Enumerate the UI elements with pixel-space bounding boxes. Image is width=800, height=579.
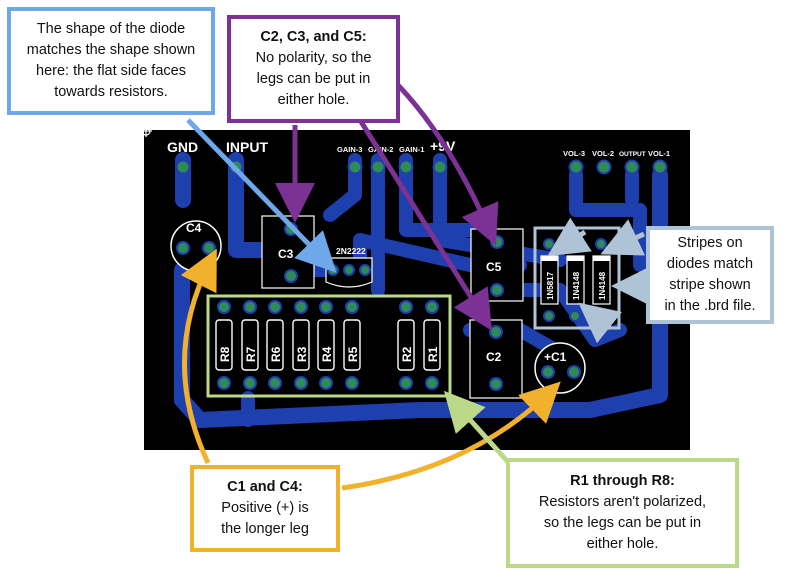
polarized-callout-line-1: Positive (+) is: [221, 500, 309, 516]
resistor-label: R2: [400, 346, 414, 362]
resistor-r5: R5: [343, 300, 361, 390]
stripes-callout-arrow-1: [600, 219, 646, 256]
stripes-callout-line-3: stripe shown: [669, 277, 751, 293]
resistor-r4: R4: [317, 300, 335, 390]
vol-1-label: VOL-1: [648, 149, 670, 158]
stripes-callout-line-4: in the .brd file.: [664, 298, 756, 314]
resistor-r8: R8: [215, 300, 233, 390]
resistor-r1: R1: [423, 300, 441, 390]
diode-shape-callout: The shape of the diode matches the shape…: [7, 7, 215, 115]
stripes-callout-arrow-4: [547, 217, 592, 257]
resistor-label: R1: [426, 346, 440, 362]
stripes-callout-arrow-3: [578, 302, 623, 344]
c4-callout-arrow: [180, 248, 217, 465]
polarized-callout-line-2: the longer leg: [221, 521, 309, 537]
diode-1-label: 1N5817: [546, 271, 555, 300]
vol-3-label: VOL-3: [563, 149, 585, 158]
capacitor-callout-line-2: legs can be put in: [256, 71, 371, 87]
c5-callout-arrow: [396, 83, 499, 246]
resistor-label: R8: [218, 346, 232, 362]
capacitor-c3: C3: [261, 215, 315, 289]
c5-label: C5: [486, 260, 502, 274]
vol-2-label: VOL-2: [592, 149, 614, 158]
capacitor-callout-line-3: either hole.: [277, 92, 350, 108]
transistor-label: 2N2222: [336, 246, 366, 256]
output-label: OUTPUT: [619, 151, 646, 158]
resistor-callout-arrow: [443, 390, 510, 464]
polarized-callout-title: C1 and C4:: [227, 479, 303, 495]
diode-callout-line-3: here: the flat side faces: [36, 63, 186, 79]
gain-1-label: GAIN-1: [399, 145, 424, 154]
resistor-callout-line-2: so the legs can be put in: [543, 515, 702, 531]
resistor-group-outline: [206, 294, 452, 398]
diode-3-label: 1N4148: [598, 271, 607, 300]
resistor-r6: R6: [266, 300, 284, 390]
capacitor-polarity-callout: C2, C3, and C5: No polarity, so the legs…: [227, 15, 400, 123]
capacitor-callout-title: C2, C3, and C5:: [260, 29, 367, 45]
resistor-label: R6: [269, 346, 283, 362]
diode-callout-line-4: towards resistors.: [54, 84, 168, 100]
c1-callout-arrow: [341, 381, 561, 491]
c3-label: C3: [278, 247, 294, 261]
stripes-callout-line-2: diodes match: [666, 256, 754, 272]
diode-callout-line-2: matches the shape shown: [26, 42, 196, 58]
stripes-callout-line-1: Stripes on: [677, 235, 743, 251]
capacitor-c4: C4 +: [170, 220, 222, 272]
resistor-label: R5: [346, 346, 360, 362]
resistor-r7: R7: [241, 300, 259, 390]
capacitor-c1: +C1: [534, 342, 586, 394]
capacitor-callout-line-1: No polarity, so the: [255, 50, 372, 66]
c1-label: +C1: [544, 350, 567, 364]
gnd-label: GND: [167, 139, 198, 155]
resistor-callout-title: R1 through R8:: [570, 473, 675, 489]
resistor-label: R4: [320, 346, 334, 362]
c4-label: C4: [186, 221, 202, 235]
resistor-layer: R8 R7 R6 R3 R4 R5 R2 R1: [215, 300, 441, 390]
diode-callout-line-1: The shape of the diode: [36, 21, 186, 37]
board-origin-marker: [140, 125, 152, 137]
diode-callout-arrow: [186, 118, 337, 273]
capacitor-c2: C2: [469, 319, 523, 399]
gain-3-label: GAIN-3: [337, 145, 362, 154]
resistor-label: R7: [244, 346, 258, 362]
diode-2-label: 1N4148: [572, 271, 581, 300]
diode-stripes-callout: Stripes on diodes match stripe shown in …: [646, 226, 774, 324]
resistor-callout-line-1: Resistors aren't polarized,: [538, 494, 707, 510]
c2-label: C2: [486, 350, 502, 364]
resistor-callout: R1 through R8: Resistors aren't polarize…: [506, 458, 739, 568]
c2-callout-arrow: [357, 118, 492, 331]
resistor-callout-line-3: either hole.: [586, 536, 659, 552]
resistor-r3: R3: [292, 300, 310, 390]
polarized-capacitor-callout: C1 and C4: Positive (+) is the longer le…: [190, 465, 340, 552]
resistor-label: R3: [295, 346, 309, 362]
resistor-r2: R2: [397, 300, 415, 390]
capacitor-c5: C5: [470, 228, 524, 302]
input-label: INPUT: [226, 139, 268, 155]
